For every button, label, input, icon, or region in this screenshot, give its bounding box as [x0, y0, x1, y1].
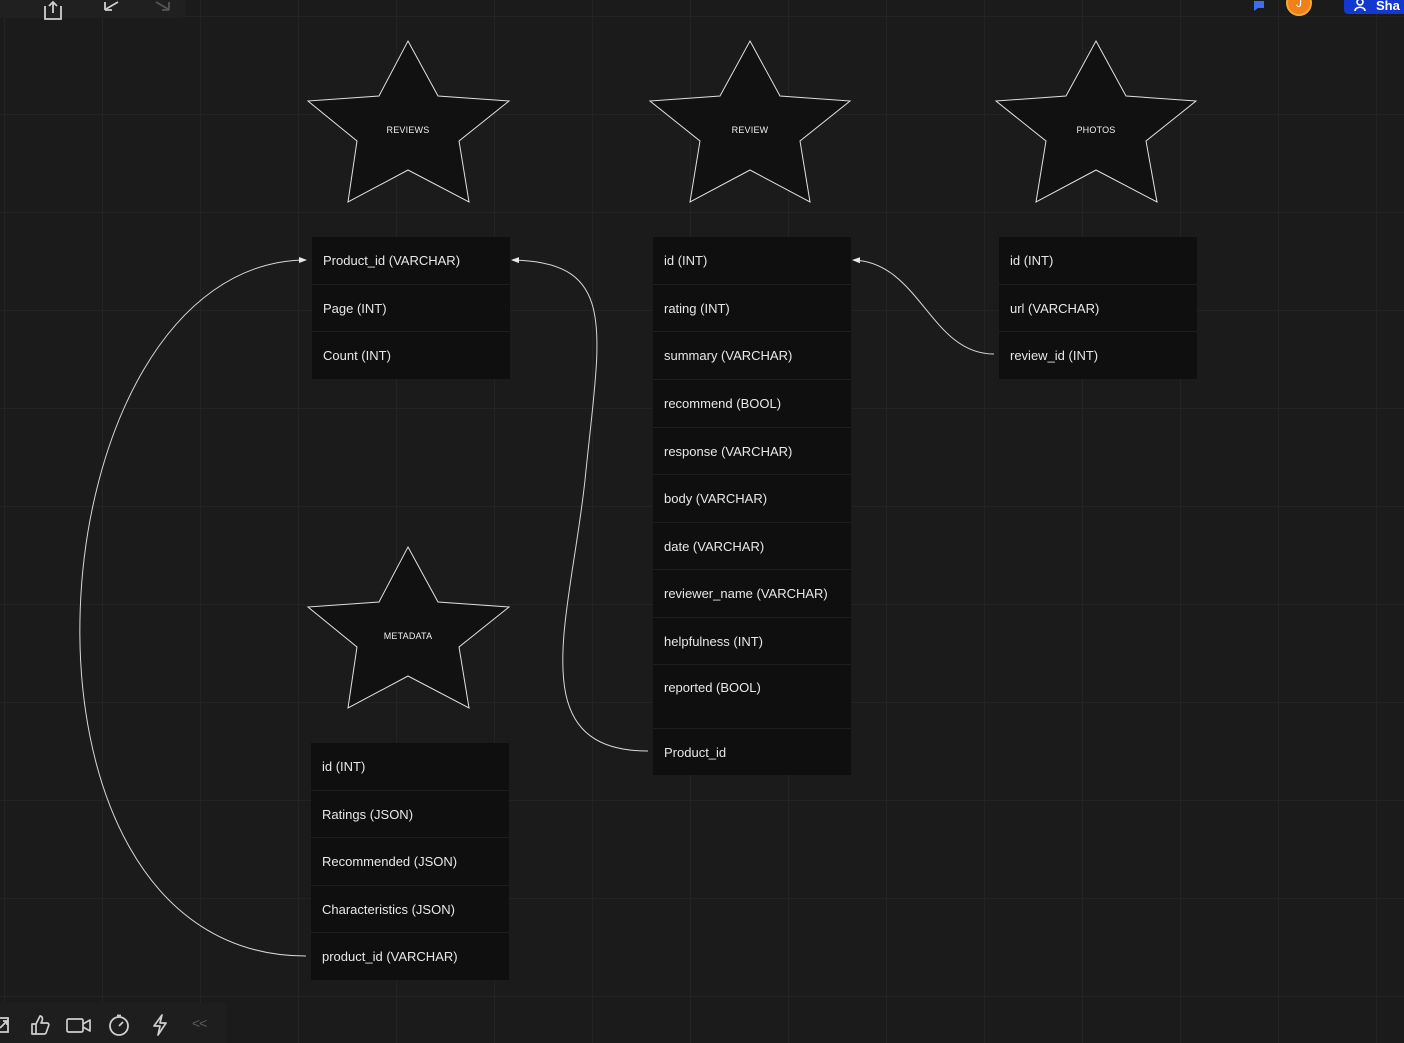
field-row[interactable]: reported (BOOL) [653, 665, 851, 729]
field-label: id (INT) [1010, 253, 1054, 268]
field-row[interactable]: product_id (VARCHAR) [311, 933, 509, 980]
star-shape-reviews[interactable] [306, 39, 511, 203]
entity-title-review: REVIEW [731, 125, 769, 135]
field-row[interactable]: summary (VARCHAR) [653, 332, 851, 380]
field-label: recommend (BOOL) [664, 396, 782, 411]
table-reviews[interactable]: Product_id (VARCHAR) Page (INT) Count (I… [312, 237, 510, 379]
field-label: id (INT) [664, 253, 708, 268]
video-icon[interactable] [66, 1014, 92, 1036]
field-label: date (VARCHAR) [664, 538, 765, 554]
field-row[interactable]: id (INT) [311, 743, 509, 791]
lightning-icon[interactable] [149, 1014, 171, 1036]
top-left-toolbar [0, 0, 186, 20]
field-label: helpfulness (INT) [664, 633, 763, 649]
field-label: Product_id [664, 744, 727, 760]
field-row[interactable]: id (INT) [999, 237, 1197, 285]
field-label: response (VARCHAR) [664, 443, 793, 459]
comment-icon[interactable] [1252, 0, 1266, 12]
field-row[interactable]: helpfulness (INT) [653, 618, 851, 665]
collapse-toolbar-button[interactable]: << [192, 1015, 207, 1031]
entity-title-reviews: REVIEWS [386, 125, 430, 135]
field-row[interactable]: review_id (INT) [999, 332, 1197, 379]
field-label: summary (VARCHAR) [664, 348, 793, 363]
connector-review-to-reviews[interactable] [511, 257, 649, 752]
field-label: rating (INT) [664, 300, 730, 316]
field-row[interactable]: Recommended (JSON) [311, 838, 509, 886]
redo-icon[interactable] [150, 0, 172, 14]
share-button[interactable]: Sha [1344, 0, 1404, 14]
field-row[interactable]: id (INT) [653, 237, 851, 285]
field-label: Recommended (JSON) [322, 854, 458, 869]
star-shape-review[interactable] [648, 39, 852, 203]
field-row[interactable]: Count (INT) [312, 332, 510, 379]
entity-title-photos: PHOTOS [1076, 125, 1116, 135]
share-label: Sha [1376, 0, 1400, 13]
field-row[interactable]: recommend (BOOL) [653, 380, 851, 428]
table-metadata[interactable]: id (INT) Ratings (JSON) Recommended (JSO… [311, 743, 509, 980]
field-label: url (VARCHAR) [1010, 300, 1100, 316]
field-label: review_id (INT) [1010, 348, 1099, 363]
expand-icon[interactable] [0, 1014, 16, 1036]
star-shape-metadata[interactable] [306, 545, 511, 709]
avatar[interactable]: J [1286, 0, 1312, 16]
upload-icon[interactable] [42, 0, 64, 22]
timer-icon[interactable] [108, 1014, 130, 1036]
thumbs-up-icon[interactable] [29, 1014, 51, 1036]
field-row[interactable]: Product_id (VARCHAR) [312, 237, 510, 285]
field-row[interactable]: Ratings (JSON) [311, 791, 509, 838]
field-row[interactable]: Page (INT) [312, 285, 510, 332]
field-row[interactable]: reviewer_name (VARCHAR) [653, 570, 851, 618]
field-label: Ratings (JSON) [322, 806, 414, 822]
field-label: body (VARCHAR) [664, 491, 768, 506]
entity-title-metadata: METADATA [383, 631, 433, 641]
field-label: Count (INT) [323, 348, 391, 363]
table-photos[interactable]: id (INT) url (VARCHAR) review_id (INT) [999, 237, 1197, 379]
field-row[interactable]: Characteristics (JSON) [311, 886, 509, 933]
field-row[interactable]: body (VARCHAR) [653, 475, 851, 523]
connector-photos-to-review[interactable] [852, 257, 995, 355]
connector-metadata-to-reviews[interactable] [79, 257, 307, 957]
field-label: id (INT) [322, 759, 366, 774]
bottom-toolbar: << [0, 1003, 226, 1043]
field-label: Page (INT) [323, 300, 387, 316]
table-review[interactable]: id (INT) rating (INT) summary (VARCHAR) … [653, 237, 851, 775]
field-label: reviewer_name (VARCHAR) [664, 586, 828, 601]
field-label: Characteristics (JSON) [322, 901, 455, 917]
field-label: product_id (VARCHAR) [322, 949, 458, 964]
field-row[interactable]: response (VARCHAR) [653, 428, 851, 475]
field-row[interactable]: date (VARCHAR) [653, 523, 851, 570]
field-label: reported (BOOL) [664, 680, 761, 695]
field-label: Product_id (VARCHAR) [323, 253, 461, 268]
field-row[interactable]: url (VARCHAR) [999, 285, 1197, 332]
undo-icon[interactable] [102, 0, 124, 14]
field-row[interactable]: rating (INT) [653, 285, 851, 332]
people-icon [1354, 0, 1366, 12]
field-row[interactable]: Product_id [653, 729, 851, 775]
star-shape-photos[interactable] [994, 39, 1198, 203]
top-right-toolbar: J Sha [1244, 0, 1404, 16]
